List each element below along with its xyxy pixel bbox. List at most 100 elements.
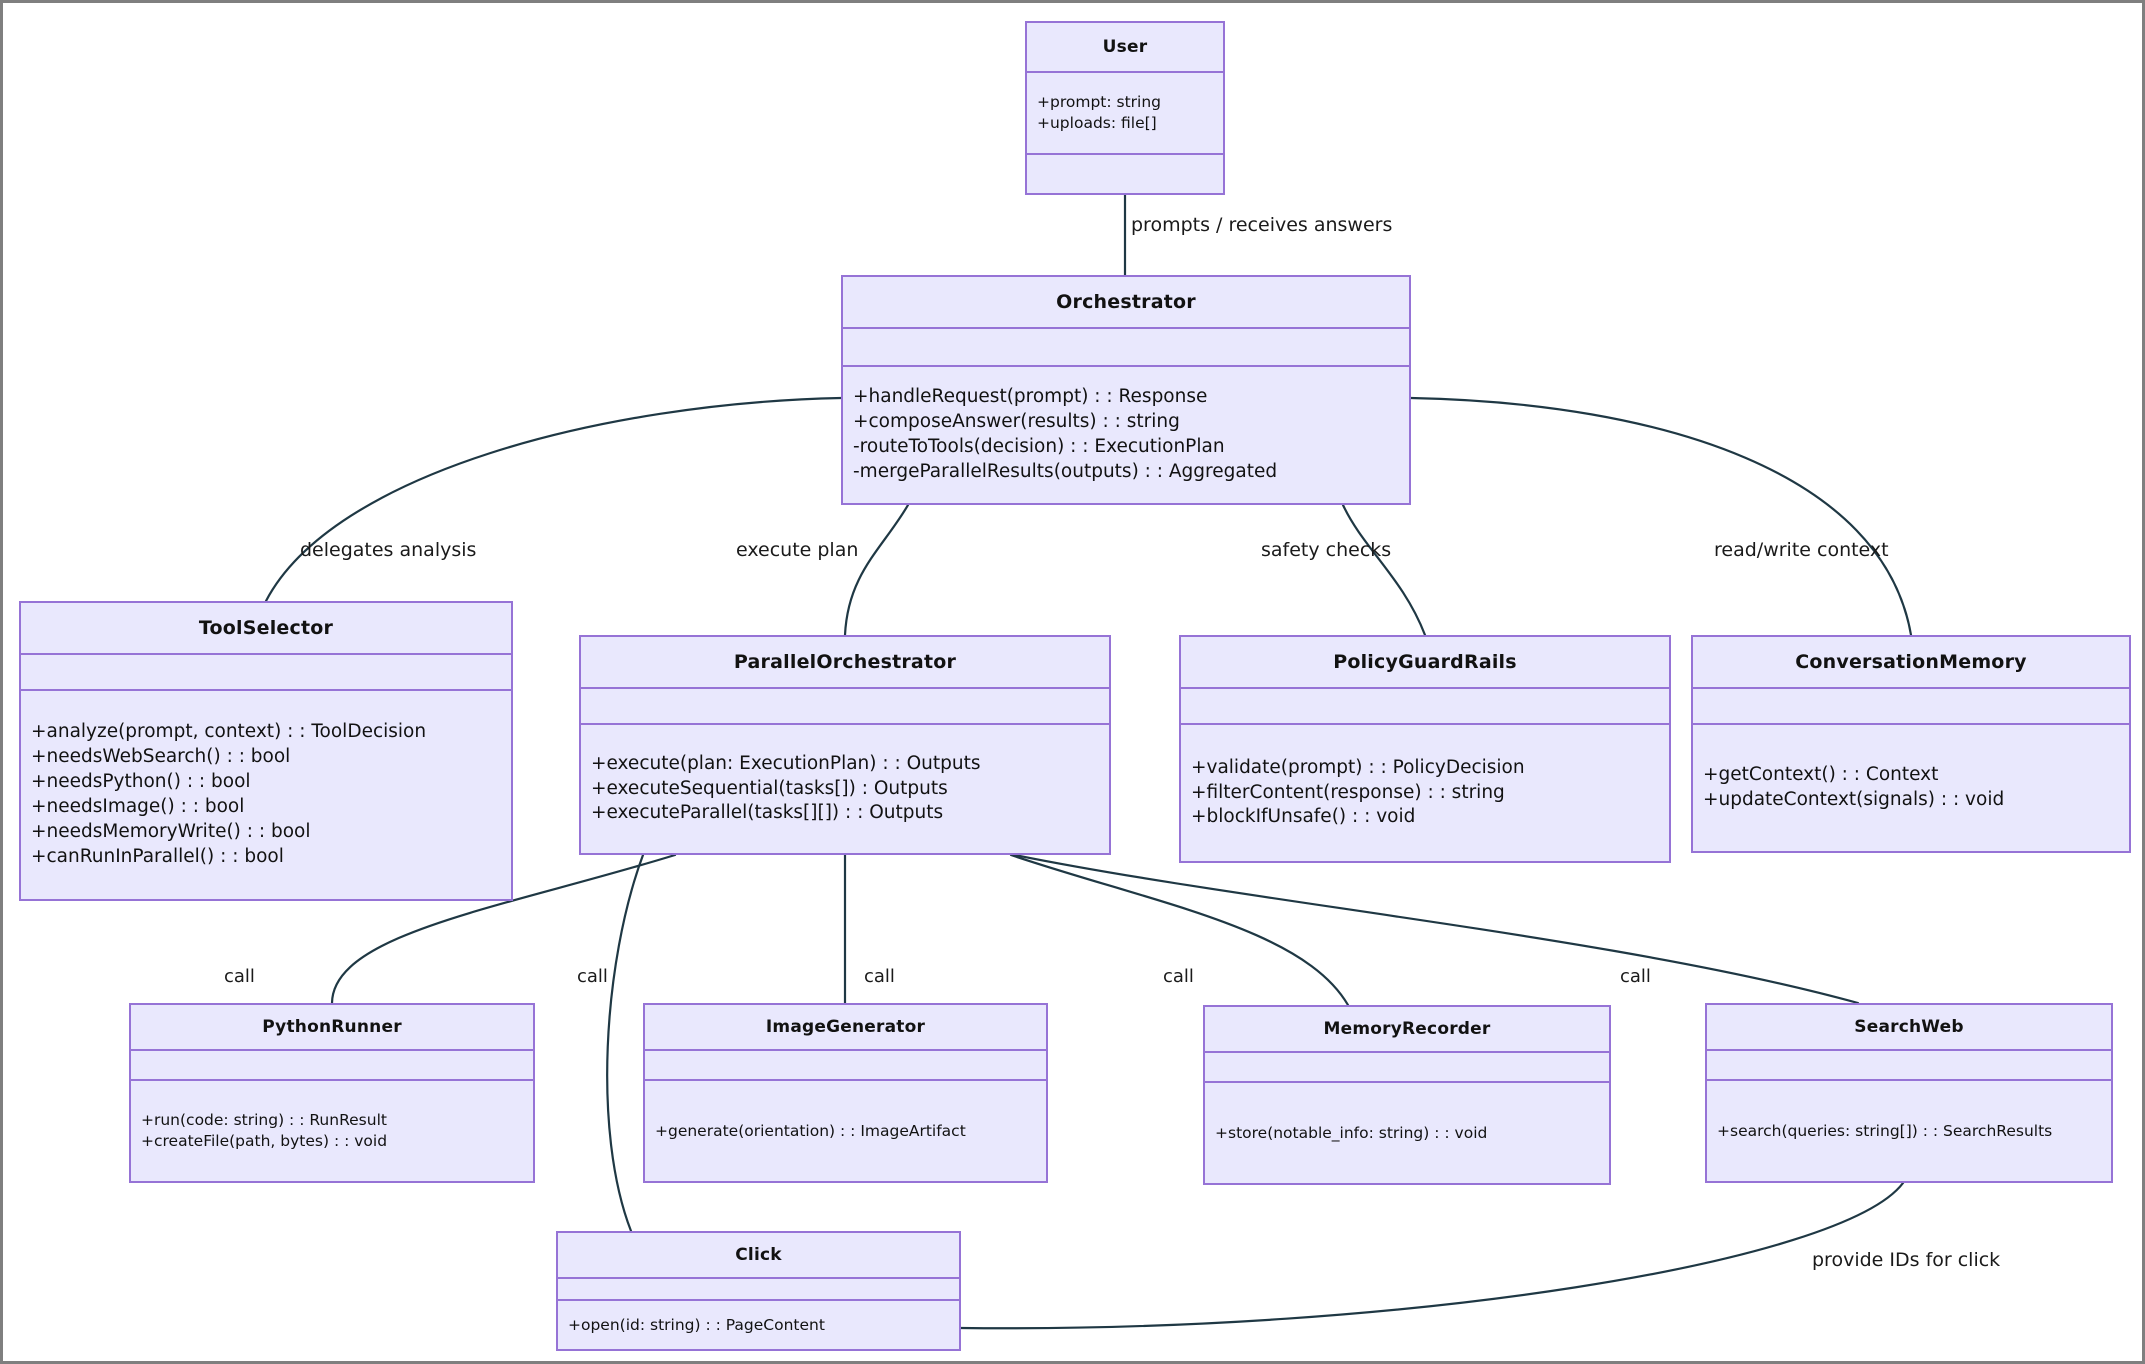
compartment-divider-bottom-toolselector	[21, 689, 511, 691]
edge-parallelorchestrator-searchweb	[1013, 853, 1860, 1005]
class-name-conversationmemory: ConversationMemory	[1795, 651, 2027, 673]
edge-orchestrator-toolselector	[264, 396, 843, 603]
operation-line: +needsWebSearch() : : bool	[31, 746, 291, 768]
compartment-divider-bottom-pythonrunner	[131, 1079, 533, 1081]
compartment-divider-bottom-searchweb	[1707, 1079, 2111, 1081]
edge-label-searchweb-click: provide IDs for click	[1812, 1249, 2001, 1271]
class-operations-parallelorchestrator: +execute(plan: ExecutionPlan) : : Output…	[581, 725, 1109, 853]
compartment-divider-bottom-orchestrator	[843, 365, 1409, 367]
attribute-line: +prompt: string	[1037, 93, 1161, 112]
edge-orchestrator-conversationmemory	[1409, 396, 1913, 637]
compartment-divider-top-pythonrunner	[131, 1049, 533, 1051]
class-attributes-user: +prompt: string +uploads: file[]	[1027, 73, 1223, 153]
class-name-imagegenerator: ImageGenerator	[765, 1017, 926, 1037]
compartment-divider-bottom-click	[558, 1299, 959, 1301]
edge-orchestrator-parallelorchestrator	[843, 503, 910, 637]
compartment-divider-top-user	[1027, 71, 1223, 73]
compartment-divider-top-imagegenerator	[645, 1049, 1046, 1051]
uml-class-policyguardrails[interactable]: PolicyGuardRails +validate(prompt) : : Po…	[1179, 635, 1671, 863]
edge-label-parallelorchestrator-pythonrunner: call	[224, 966, 255, 987]
operation-line: +open(id: string) : : PageContent	[568, 1315, 825, 1334]
class-attributes-conversationmemory	[1693, 689, 2129, 723]
edge-label-parallelorchestrator-memoryrecorder: call	[1163, 966, 1194, 987]
operation-line: +createFile(path, bytes) : : void	[141, 1132, 388, 1150]
class-operations-click: +open(id: string) : : PageContent	[558, 1301, 959, 1349]
class-operations-pythonrunner: +run(code: string) : : RunResult +createF…	[131, 1081, 533, 1181]
uml-class-imagegenerator[interactable]: ImageGenerator +generate(orientation) : :…	[643, 1003, 1048, 1183]
compartment-divider-top-parallelorchestrator	[581, 687, 1109, 689]
edge-label-orchestrator-toolselector: delegates analysis	[300, 539, 477, 561]
operation-line: +handleRequest(prompt) : : Response	[853, 386, 1208, 408]
operation-line: +generate(orientation) : : ImageArtifact	[655, 1121, 966, 1140]
edge-searchweb-click	[959, 1181, 1905, 1330]
operation-line: +blockIfUnsafe() : : void	[1191, 806, 1416, 828]
compartment-divider-bottom-user	[1027, 153, 1223, 155]
compartment-divider-bottom-imagegenerator	[645, 1079, 1046, 1081]
class-attributes-policyguardrails	[1181, 689, 1669, 723]
class-name-orchestrator: Orchestrator	[1056, 291, 1196, 313]
uml-class-toolselector[interactable]: ToolSelector +analyze(prompt, context) : …	[19, 601, 513, 901]
edge-label-user-orchestrator: prompts / receives answers	[1131, 214, 1393, 236]
operation-line: +filterContent(response) : : string	[1191, 781, 1505, 803]
class-operations-conversationmemory: +getContext() : : Context +updateContext(…	[1693, 725, 2129, 851]
class-attributes-orchestrator	[843, 329, 1409, 365]
uml-class-conversationmemory[interactable]: ConversationMemory +getContext() : : Cont…	[1691, 635, 2131, 853]
class-operations-searchweb: +search(queries: string[]) : : SearchRes…	[1707, 1081, 2111, 1181]
class-operations-user	[1027, 155, 1223, 193]
class-operations-imagegenerator: +generate(orientation) : : ImageArtifact	[645, 1081, 1046, 1181]
uml-class-memoryrecorder[interactable]: MemoryRecorder +store(notable_info: strin…	[1203, 1005, 1611, 1185]
class-name-user: User	[1102, 37, 1148, 57]
uml-class-orchestrator[interactable]: Orchestrator +handleRequest(prompt) : : R…	[841, 275, 1411, 505]
operation-line: +canRunInParallel() : : bool	[31, 845, 284, 867]
edge-label-orchestrator-conversationmemory: read/write context	[1714, 539, 1889, 561]
compartment-divider-top-toolselector	[21, 653, 511, 655]
compartment-divider-top-policyguardrails	[1181, 687, 1669, 689]
uml-class-pythonrunner[interactable]: PythonRunner+run(code: string) : : RunRe…	[129, 1003, 535, 1183]
edge-label-parallelorchestrator-imagegenerator: call	[864, 966, 895, 987]
uml-class-searchweb[interactable]: SearchWeb +search(queries: string[]) : : …	[1705, 1003, 2113, 1183]
operation-line: +executeParallel(tasks[][]) : : Outputs	[591, 802, 944, 824]
operation-line: +composeAnswer(results) : : string	[853, 411, 1180, 433]
class-name-parallelorchestrator: ParallelOrchestrator	[733, 651, 957, 673]
compartment-divider-top-conversationmemory	[1693, 687, 2129, 689]
class-attributes-pythonrunner	[131, 1051, 533, 1079]
operation-line: +executeSequential(tasks[]) : Outputs	[591, 777, 948, 799]
class-name-policyguardrails: PolicyGuardRails	[1333, 651, 1517, 673]
class-attributes-memoryrecorder	[1205, 1053, 1609, 1081]
edge-parallelorchestrator-click	[606, 853, 645, 1233]
compartment-divider-bottom-parallelorchestrator	[581, 723, 1109, 725]
compartment-divider-bottom-memoryrecorder	[1205, 1081, 1609, 1083]
compartment-divider-top-orchestrator	[843, 327, 1409, 329]
class-operations-orchestrator: +handleRequest(prompt) : : Response +comp…	[843, 367, 1409, 503]
operation-line: +store(notable_info: string) : : void	[1215, 1123, 1488, 1142]
class-attributes-imagegenerator	[645, 1051, 1046, 1079]
operation-line: +getContext() : : Context	[1703, 764, 1939, 786]
operation-line: +needsPython() : : bool	[31, 771, 251, 793]
class-attributes-click	[558, 1279, 959, 1299]
operation-line: +analyze(prompt, context) : : ToolDecisi…	[31, 721, 427, 743]
operation-line: +run(code: string) : : RunResult	[141, 1111, 387, 1130]
edge-orchestrator-policyguardrails	[1341, 503, 1427, 637]
class-name-searchweb: SearchWeb	[1854, 1017, 1964, 1037]
operation-line: -mergeParallelResults(outputs) : : Aggre…	[853, 460, 1278, 482]
class-attributes-searchweb	[1707, 1051, 2111, 1079]
class-name-memoryrecorder: MemoryRecorder	[1323, 1019, 1491, 1039]
compartment-divider-top-click	[558, 1277, 959, 1279]
compartment-divider-bottom-conversationmemory	[1693, 723, 2129, 725]
class-operations-toolselector: +analyze(prompt, context) : : ToolDecisi…	[21, 691, 511, 899]
operation-line: -routeToTools(decision) : : ExecutionPla…	[853, 436, 1225, 457]
edge-label-parallelorchestrator-click: call	[577, 966, 608, 987]
operation-line: +validate(prompt) : : PolicyDecision	[1191, 756, 1525, 778]
class-operations-policyguardrails: +validate(prompt) : : PolicyDecision +fil…	[1181, 725, 1669, 861]
operation-line: +updateContext(signals) : : void	[1703, 789, 2005, 810]
uml-class-user[interactable]: User +prompt: string +uploads: file[]	[1025, 21, 1225, 195]
operation-line: +execute(plan: ExecutionPlan) : : Output…	[591, 752, 981, 774]
operation-line: +needsMemoryWrite() : : bool	[31, 820, 311, 842]
attribute-line: +uploads: file[]	[1037, 114, 1157, 132]
uml-class-click[interactable]: Click+open(id: string) : : PageContent	[556, 1231, 961, 1351]
edge-label-parallelorchestrator-searchweb: call	[1620, 966, 1651, 987]
class-name-toolselector: ToolSelector	[198, 617, 334, 639]
uml-class-parallelorchestrator[interactable]: ParallelOrchestrator +execute(plan: Execu…	[579, 635, 1111, 855]
operation-line: +needsImage() : : bool	[31, 796, 245, 817]
